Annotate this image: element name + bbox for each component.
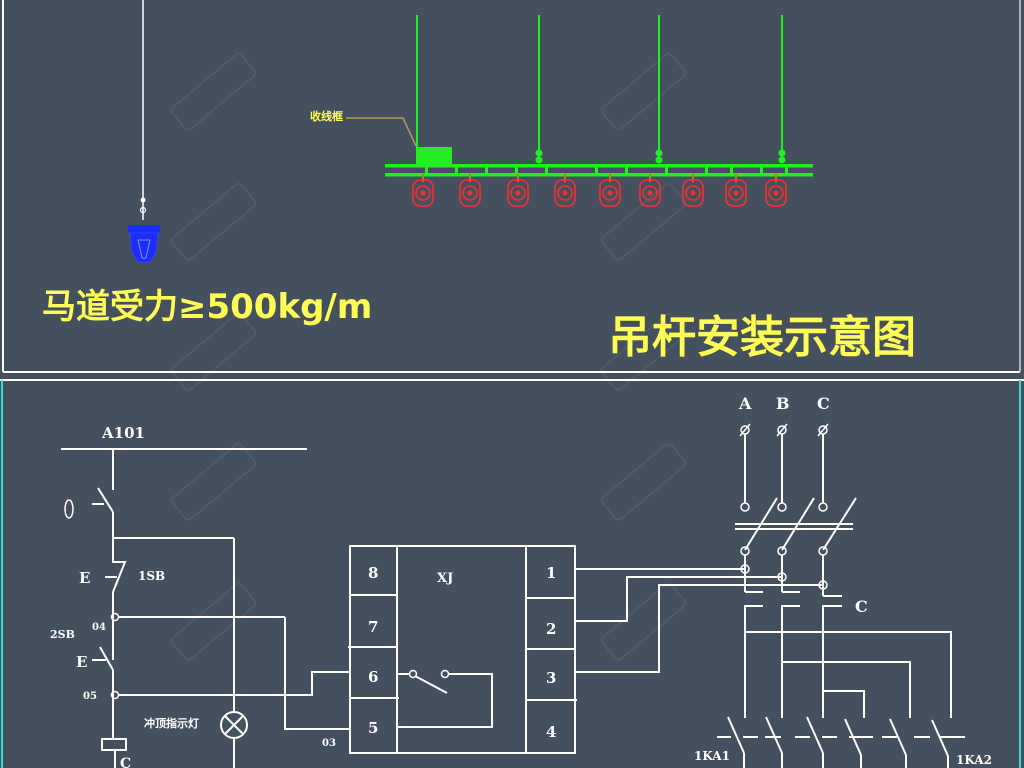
stage-light-icon — [599, 174, 621, 207]
truss-catwalk — [385, 164, 813, 177]
callout-label: 收线框 — [310, 109, 343, 123]
stage-lights — [412, 174, 787, 207]
svg-text:6: 6 — [368, 668, 378, 686]
stage-light-icon — [725, 174, 747, 207]
svg-text:C: C — [120, 756, 131, 768]
svg-text:8: 8 — [368, 564, 378, 582]
svg-text:B: B — [776, 394, 790, 413]
stage-light-icon — [639, 174, 661, 207]
svg-text:2: 2 — [546, 620, 556, 638]
svg-text:C: C — [817, 394, 830, 413]
drawing-title: 吊杆安装示意图 — [608, 312, 916, 363]
contactor-label: C — [855, 597, 868, 616]
stage-light-icon — [682, 174, 704, 207]
svg-text:E: E — [76, 653, 87, 671]
load-note: 马道受力≥500kg/m — [42, 287, 372, 327]
bus-label: A101 — [101, 424, 145, 442]
spotlight-icon — [128, 225, 160, 263]
svg-text:04: 04 — [92, 622, 106, 633]
stage-light-icon — [554, 174, 576, 207]
svg-text:7: 7 — [368, 618, 378, 636]
label-1sb: 1SB — [138, 569, 165, 583]
wire-box — [416, 147, 452, 164]
svg-text:1: 1 — [546, 564, 556, 582]
three-phase-circuit: A B C C — [694, 394, 992, 768]
lamp-label: 冲顶指示灯 — [144, 716, 199, 730]
key-icon — [64, 499, 74, 519]
svg-text:E: E — [79, 569, 90, 587]
svg-text:A: A — [738, 394, 752, 413]
label-1ka1: 1KA1 — [694, 749, 730, 763]
svg-text:5: 5 — [368, 719, 378, 737]
control-circuit: A101 E 1SB 04 2SB E 05 冲顶指示灯 — [50, 424, 350, 768]
svg-text:3: 3 — [546, 669, 556, 687]
hanger-rods — [416, 15, 786, 164]
stage-light-icon — [507, 174, 529, 207]
hanging-spotlight — [128, 0, 160, 263]
label-2sb: 2SB — [50, 628, 75, 641]
label-1ka2: 1KA2 — [956, 753, 992, 767]
coil-icon — [101, 738, 127, 751]
stage-light-icon — [765, 174, 787, 207]
relay-xj: XJ 8 7 6 5 1 2 3 4 — [348, 545, 577, 754]
top-panel-frame — [2, 0, 1021, 373]
watermark — [171, 53, 686, 661]
stage-light-icon — [459, 174, 481, 207]
svg-text:03: 03 — [322, 738, 336, 749]
svg-text:05: 05 — [83, 691, 97, 702]
relay-name: XJ — [437, 571, 453, 586]
bottom-panel-frame — [0, 379, 1024, 768]
wire-box-callout: 收线框 — [310, 109, 452, 164]
stage-light-icon — [412, 174, 434, 207]
relay-output-wires — [575, 568, 822, 673]
svg-text:4: 4 — [546, 723, 556, 741]
